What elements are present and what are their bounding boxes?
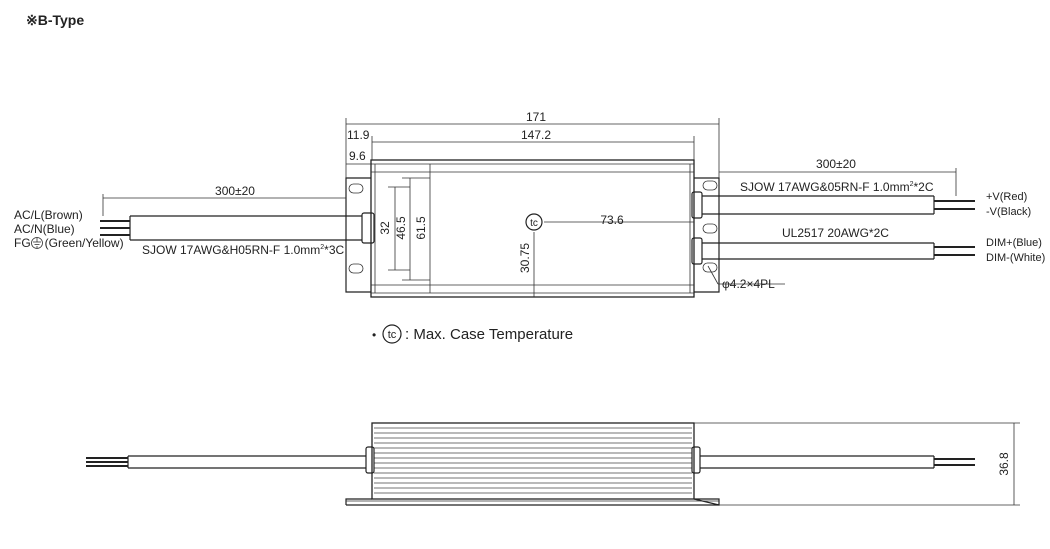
mount-slot-icon [702,180,718,191]
dim-slot-offset: 9.6 [349,149,366,163]
input-cable-spec: SJOW 17AWG&H05RN-F 1.0mm2*3C [142,243,345,257]
psu-body-side [371,422,695,500]
tc-point-icon [525,213,543,231]
mount-hole-callout: φ4.2×4PL [722,277,775,291]
wire-label-fg: FG(Green/Yellow) [14,236,124,250]
dim-grommet [691,237,703,265]
dim-32: 32 [378,221,392,235]
wire-label-v-neg: -V(Black) [986,206,1031,218]
output-cable-spec: SJOW 17AWG&05RN-F 1.0mm2*2C [740,180,934,194]
wire-label-dim-pos: DIM+(Blue) [986,237,1042,249]
dim-overall-length: 171 [526,110,546,124]
wire-label-dim-neg: DIM-(White) [986,252,1045,264]
dim-61-5: 61.5 [414,216,428,240]
dim-body-length: 147.2 [521,128,551,142]
mount-slot-icon [702,262,718,273]
psu-body-top [370,159,695,298]
tc-point-label: tc [530,218,538,229]
output-grommet [691,191,703,219]
dim-output-cable-length: 300±20 [816,157,856,171]
page-title: ※B-Type [26,12,84,28]
left-flange [345,177,372,293]
dim-cable-spec: UL2517 20AWG*2C [782,226,889,240]
dim-30-75: 30.75 [518,243,532,273]
dim-height: 36.8 [997,452,1011,476]
top-view: 171 147.2 11.9 9.6 300±20 300±20 32 46.5… [14,110,1045,298]
side-view: 36.8 [86,422,1020,506]
tc-note-icon [382,324,402,344]
wire-label-ac-l: AC/L(Brown) [14,208,83,222]
tc-note: • tc : Max. Case Temperature [372,324,573,344]
dim-input-cable-length: 300±20 [215,184,255,198]
wire-label-ac-n: AC/N(Blue) [14,222,75,236]
tc-note-text: : Max. Case Temperature [405,326,573,343]
dim-46-5: 46.5 [394,216,408,240]
mount-slot-icon [348,263,364,274]
dim-73-6: 73.6 [600,213,624,227]
heatsink-fins [374,427,692,494]
input-grommet [361,212,375,244]
wire-label-v-pos: +V(Red) [986,191,1027,203]
ground-icon [31,237,43,249]
right-flange [694,177,720,293]
mount-slot-icon [348,183,364,194]
dim-flange-offset: 11.9 [347,128,370,142]
tc-note-symbol: tc [388,329,397,341]
mount-slot-icon [702,223,718,234]
tc-note-bullet: • [372,328,376,342]
